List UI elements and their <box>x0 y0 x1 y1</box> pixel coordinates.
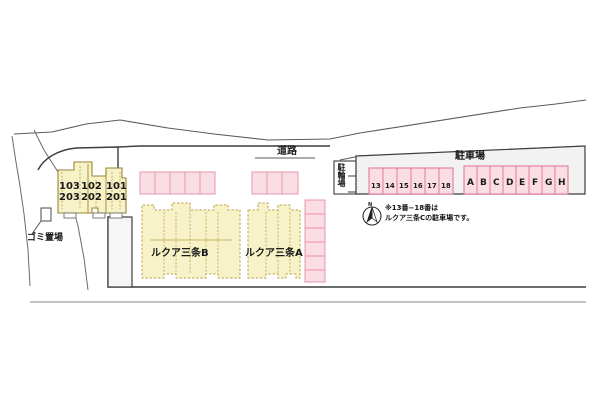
entrance-notch <box>63 212 123 219</box>
upper-mid-stalls <box>251 171 299 195</box>
upper-left-stalls <box>139 171 216 195</box>
stall-label-14: 14 <box>385 182 395 190</box>
north-apartment-block <box>57 161 127 219</box>
unit-dashed-detail <box>61 166 121 209</box>
stall-label-16: 16 <box>413 182 423 190</box>
parking-lot-label: 駐車場 <box>455 151 485 162</box>
stall-label-g: G <box>545 178 553 188</box>
stall-label-17: 17 <box>427 182 437 190</box>
road-label: 道路 <box>277 146 297 157</box>
stall-label-e: E <box>519 178 526 188</box>
garbage-area-box <box>31 207 52 235</box>
numbered-stalls <box>368 167 454 195</box>
stall-label-13: 13 <box>371 182 381 190</box>
stall-label-d: D <box>506 178 514 188</box>
stall-label-b: B <box>480 178 487 188</box>
compass-north-label: N <box>368 202 373 208</box>
stall-label-18: 18 <box>441 182 451 190</box>
unit-number-201: 201 <box>106 192 127 203</box>
stall-label-h: H <box>558 178 566 188</box>
bicycle-parking-label: 駐輪場 <box>337 163 346 187</box>
driveway-slot <box>107 216 133 288</box>
building-label-a: ルクア三条A <box>245 248 303 259</box>
stall-label-a: A <box>467 178 474 188</box>
building-lukua-sanjo-b <box>141 202 241 279</box>
unit-number-202: 202 <box>81 192 102 203</box>
building-a-interior-dashes <box>265 206 291 274</box>
right-vertical-stalls <box>304 199 326 283</box>
unit-number-103: 103 <box>59 181 80 192</box>
note-line-2: ルクア三条Cの駐車場です。 <box>385 214 474 222</box>
unit-number-101: 101 <box>106 181 127 192</box>
building-lukua-sanjo-a <box>247 202 301 279</box>
stall-label-15: 15 <box>399 182 409 190</box>
stall-label-c: C <box>493 178 500 188</box>
compass-icon <box>362 206 382 226</box>
stall-label-f: F <box>532 178 539 188</box>
unit-number-102: 102 <box>81 181 102 192</box>
building-label-b: ルクア三条B <box>151 248 209 259</box>
garbage-area-label: ゴミ置場 <box>27 233 64 243</box>
lettered-stalls <box>463 165 569 195</box>
building-b-interior-dashes <box>150 206 232 274</box>
note-line-1: ※13番−18番は <box>385 204 439 212</box>
unit-number-203: 203 <box>59 192 80 203</box>
